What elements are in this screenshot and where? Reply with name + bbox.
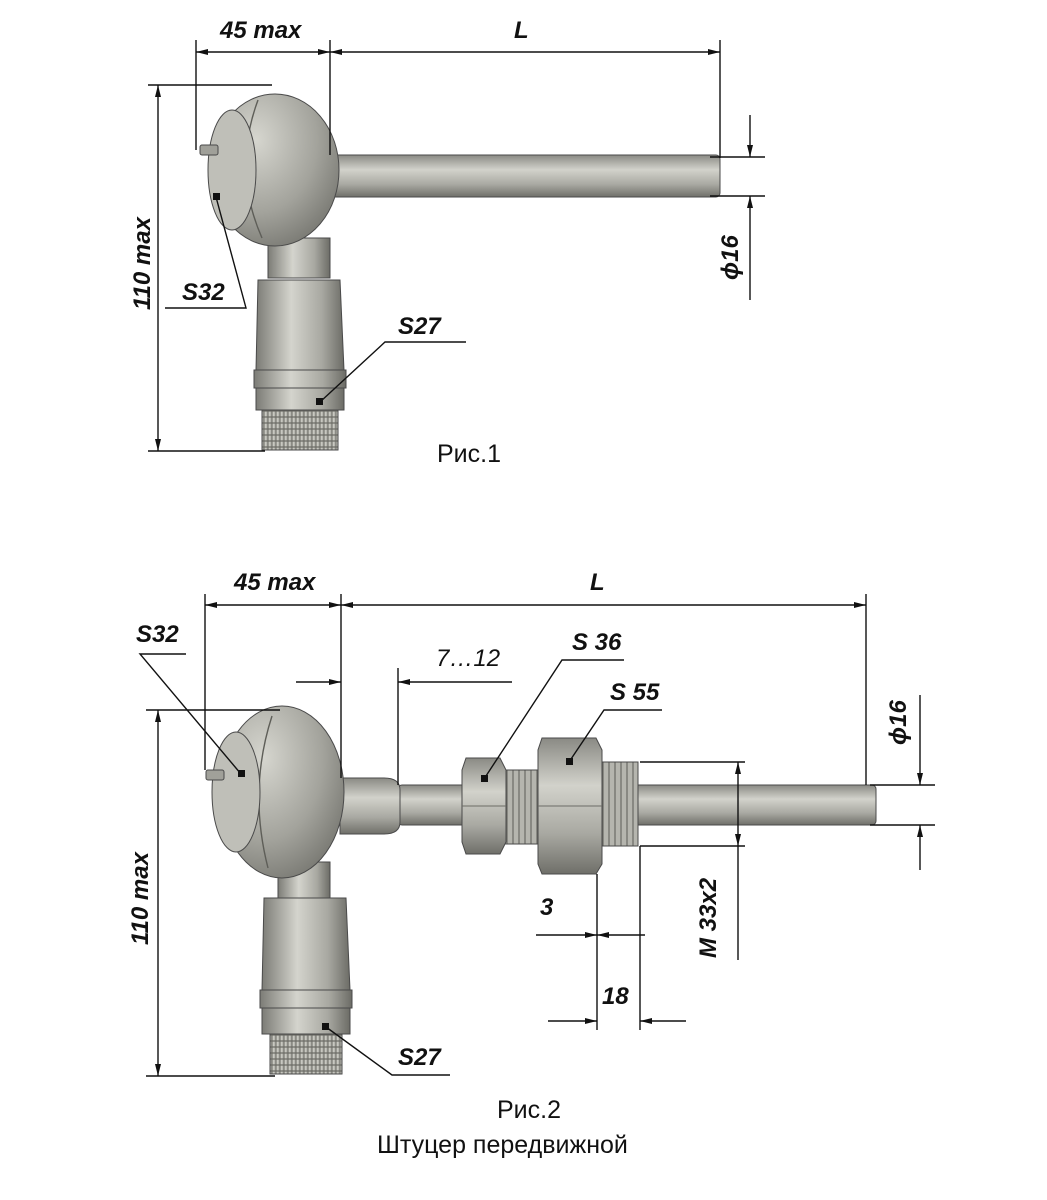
subcaption-figure-2: Штуцер передвижной [377,1131,628,1159]
probe-tube [329,154,721,198]
terminal-head [199,93,340,247]
nut-thread [504,769,544,845]
dimensions-2: 45 max L 110 max S32 7…12 S 36 S 55 ϕ16 … [127,569,935,1077]
label-s36: S 36 [572,629,622,656]
label-height: 110 max [127,850,154,945]
leader-s55 [568,709,662,763]
label-diameter: ϕ16 [717,234,744,280]
label-s27: S27 [398,313,442,340]
figure-1: 45 max L 110 max ϕ16 S32 S27 Рис.1 [129,17,765,468]
leader-s32 [138,653,242,775]
cable-gland-body [261,897,351,991]
label-length: L [590,569,605,596]
leader-s36 [483,659,624,780]
leader-s27 [325,1026,450,1076]
gland-thread [261,409,339,451]
label-thread-length: 18 [602,983,629,1010]
label-gap: 3 [540,894,554,921]
label-s27: S27 [398,1044,442,1071]
label-height: 110 max [129,215,156,310]
label-head-width: 45 max [233,569,317,596]
leader-s27 [319,341,466,403]
gland-thread [269,1033,343,1075]
fitting-thread [599,761,639,847]
label-diameter: ϕ16 [885,699,912,745]
sensor-body-1 [199,93,721,451]
label-length: L [514,17,529,44]
terminal-head [205,705,345,879]
label-head-width: 45 max [219,17,303,44]
figure-2: 45 max L 110 max S32 7…12 S 36 S 55 ϕ16 … [127,569,935,1159]
label-s55: S 55 [610,679,660,706]
gland-nut [261,1007,351,1035]
cable-gland-body [255,279,345,371]
gland-collar [259,989,353,1009]
head-neck [339,777,401,835]
dimensions-1: 45 max L 110 max ϕ16 S32 S27 [129,17,765,452]
label-s32: S32 [136,621,179,648]
leader-s32 [165,196,247,309]
gland-collar [253,369,347,389]
label-thread: M 33x2 [695,877,722,958]
label-offset: 7…12 [436,645,500,672]
caption-figure-2: Рис.2 [497,1096,561,1124]
caption-figure-1: Рис.1 [437,440,501,468]
sensor-body-2 [205,705,877,1075]
label-s32: S32 [182,279,225,306]
